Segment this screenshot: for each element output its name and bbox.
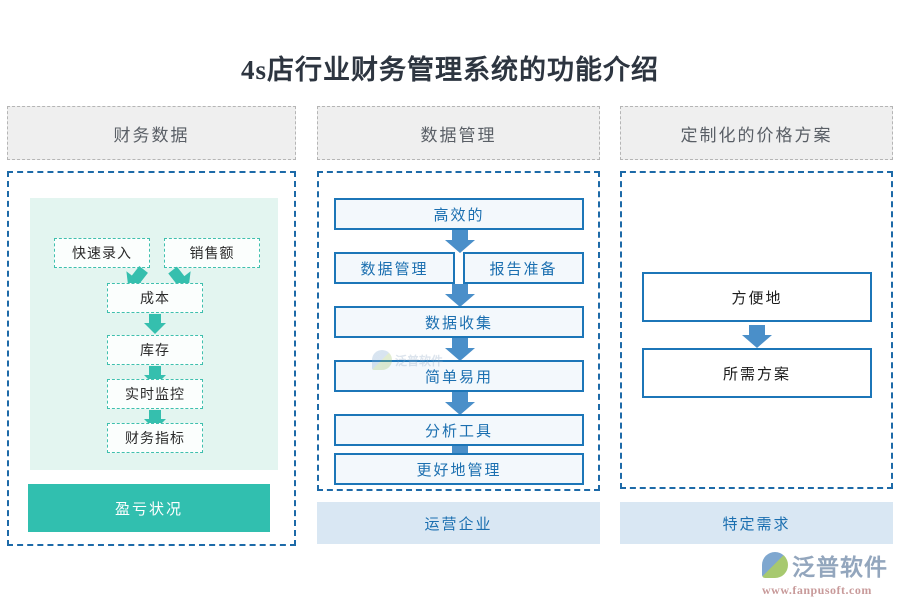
node-cost[interactable]: 成本 bbox=[107, 283, 203, 313]
node-label: 分析工具 bbox=[424, 422, 493, 440]
column-body-custom-pricing: 方便地 所需方案 bbox=[620, 171, 893, 489]
column-header-label: 数据管理 bbox=[420, 125, 497, 145]
column-body-financial-data: 快速录入 销售额 成本 库存 实时监控 财务指标 bbox=[7, 171, 296, 546]
page-title: 4s店行业财务管理系统的功能介绍 bbox=[240, 55, 659, 85]
arrow-down-icon bbox=[445, 230, 475, 253]
node-convenient[interactable]: 方便地 bbox=[642, 272, 872, 322]
node-label: 销售额 bbox=[189, 245, 235, 261]
arrow-down-icon bbox=[445, 284, 475, 307]
fanpu-logo-mark-icon bbox=[762, 552, 788, 578]
node-better-management[interactable]: 更好地管理 bbox=[334, 453, 584, 485]
node-label: 数据管理 bbox=[360, 260, 429, 278]
highlight-profit-loss[interactable]: 盈亏状况 bbox=[28, 484, 270, 532]
column-header-data-management: 数据管理 bbox=[317, 106, 600, 160]
node-inventory[interactable]: 库存 bbox=[107, 335, 203, 365]
footer-operating-enterprise[interactable]: 运营企业 bbox=[317, 502, 600, 544]
arrow-down-icon bbox=[742, 325, 772, 348]
brand-name: 泛普软件 bbox=[792, 555, 888, 580]
node-label: 报告准备 bbox=[489, 260, 558, 278]
node-label: 成本 bbox=[140, 290, 170, 306]
brand-url: www.fanpusoft.com bbox=[762, 583, 872, 597]
column-header-custom-pricing: 定制化的价格方案 bbox=[620, 106, 893, 160]
column-header-label: 财务数据 bbox=[113, 125, 190, 145]
node-label: 更好地管理 bbox=[416, 461, 502, 479]
node-easy-to-use[interactable]: 简单易用 bbox=[334, 360, 584, 392]
node-data-management[interactable]: 数据管理 bbox=[334, 252, 455, 284]
node-label: 财务指标 bbox=[125, 430, 185, 446]
column-header-label: 定制化的价格方案 bbox=[680, 125, 833, 145]
node-analysis-tools[interactable]: 分析工具 bbox=[334, 414, 584, 446]
arrow-down-icon bbox=[445, 338, 475, 361]
node-label: 库存 bbox=[140, 342, 170, 358]
column-header-financial-data: 财务数据 bbox=[7, 106, 296, 160]
node-label: 高效的 bbox=[433, 206, 485, 224]
node-sales-amount[interactable]: 销售额 bbox=[164, 238, 260, 268]
highlight-label: 盈亏状况 bbox=[114, 500, 183, 518]
arrow-down-icon bbox=[445, 392, 475, 415]
node-label: 所需方案 bbox=[722, 365, 791, 383]
node-report-preparation[interactable]: 报告准备 bbox=[463, 252, 584, 284]
node-efficient[interactable]: 高效的 bbox=[334, 198, 584, 230]
node-label: 数据收集 bbox=[424, 314, 493, 332]
footer-label: 运营企业 bbox=[424, 515, 493, 533]
node-quick-entry[interactable]: 快速录入 bbox=[54, 238, 150, 268]
node-realtime-monitoring[interactable]: 实时监控 bbox=[107, 379, 203, 409]
brand-logo: 泛普软件 www.fanpusoft.com bbox=[762, 548, 892, 598]
node-label: 方便地 bbox=[731, 289, 783, 307]
column-body-data-management: 高效的 数据管理 报告准备 数据收集 简单易用 分析工具 更好地管理 bbox=[317, 171, 600, 491]
footer-specific-needs[interactable]: 特定需求 bbox=[620, 502, 893, 544]
node-label: 快速录入 bbox=[72, 245, 132, 261]
footer-label: 特定需求 bbox=[722, 515, 791, 533]
node-label: 实时监控 bbox=[125, 386, 185, 402]
node-required-solution[interactable]: 所需方案 bbox=[642, 348, 872, 398]
arrow-down-icon bbox=[144, 314, 166, 334]
node-data-collection[interactable]: 数据收集 bbox=[334, 306, 584, 338]
node-financial-indicators[interactable]: 财务指标 bbox=[107, 423, 203, 453]
node-label: 简单易用 bbox=[424, 368, 493, 386]
